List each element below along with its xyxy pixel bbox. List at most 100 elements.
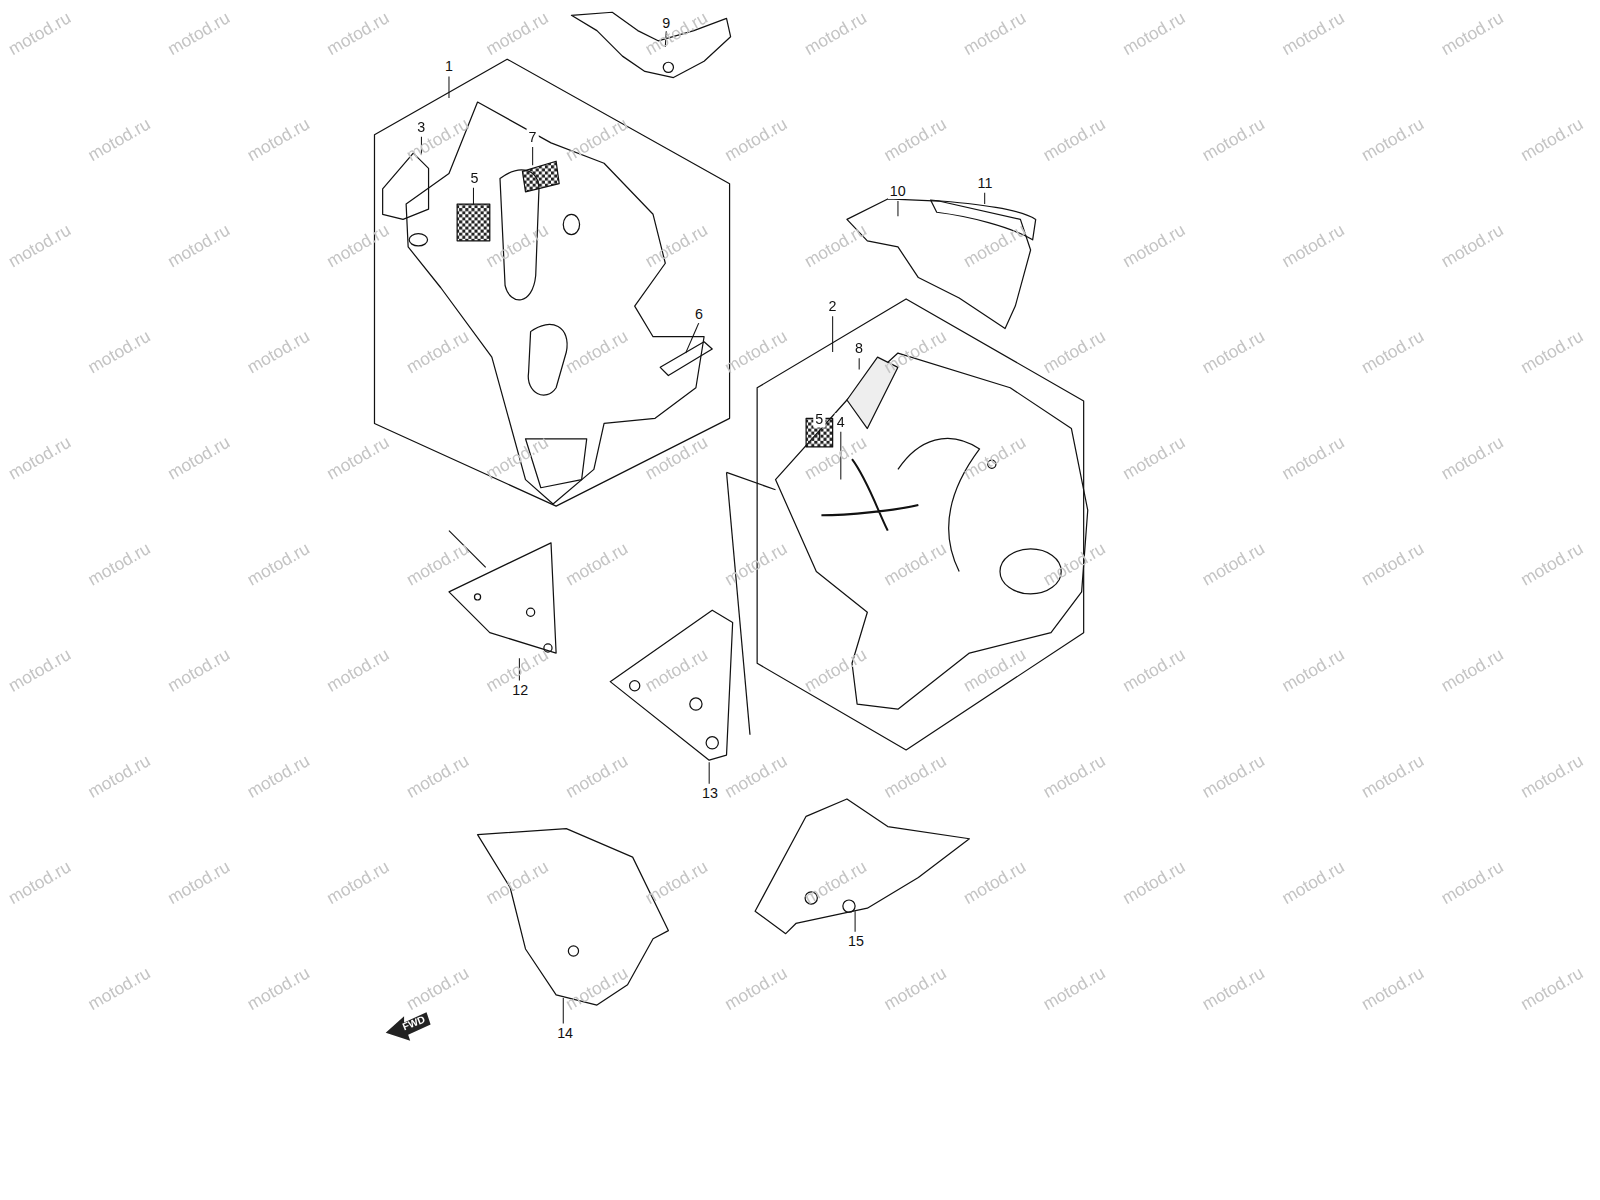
callout-number: 13 <box>700 785 720 801</box>
watermark: motod.ru <box>1517 963 1586 1015</box>
callout-number: 9 <box>660 14 672 30</box>
watermark: motod.ru <box>85 114 154 166</box>
callout-number: 14 <box>555 1024 575 1040</box>
watermark: motod.ru <box>1358 114 1427 166</box>
watermark: motod.ru <box>1438 8 1507 60</box>
watermark: motod.ru <box>1517 114 1586 166</box>
callout-number: 15 <box>846 933 866 949</box>
watermark: motod.ru <box>721 539 790 591</box>
watermark: motod.ru <box>562 539 631 591</box>
watermark: motod.ru <box>1358 751 1427 803</box>
watermark: motod.ru <box>1199 114 1268 166</box>
watermark: motod.ru <box>562 751 631 803</box>
watermark: motod.ru <box>244 326 313 378</box>
callout-number: 4 <box>835 413 847 429</box>
watermark: motod.ru <box>483 432 552 484</box>
watermark: motod.ru <box>801 220 870 272</box>
watermark: motod.ru <box>85 326 154 378</box>
watermark: motod.ru <box>1279 645 1348 697</box>
watermark: motod.ru <box>642 220 711 272</box>
part-outline <box>383 153 429 219</box>
callout-number: 1 <box>443 58 455 74</box>
watermark: motod.ru <box>244 963 313 1015</box>
watermark: motod.ru <box>1199 751 1268 803</box>
watermark: motod.ru <box>1279 8 1348 60</box>
watermark: motod.ru <box>483 8 552 60</box>
watermark: motod.ru <box>960 432 1029 484</box>
watermark: motod.ru <box>642 432 711 484</box>
watermark: motod.ru <box>1040 326 1109 378</box>
watermark: motod.ru <box>1119 645 1188 697</box>
watermark: motod.ru <box>1040 963 1109 1015</box>
group-outline <box>374 59 729 506</box>
watermark: motod.ru <box>1279 220 1348 272</box>
watermark: motod.ru <box>5 857 74 909</box>
callout-number: 5 <box>468 169 480 185</box>
watermark: motod.ru <box>1438 220 1507 272</box>
watermark: motod.ru <box>323 645 392 697</box>
watermark: motod.ru <box>801 857 870 909</box>
part-outline <box>755 799 969 934</box>
watermark: motod.ru <box>642 8 711 60</box>
watermark: motod.ru <box>1040 539 1109 591</box>
part-outline <box>610 610 732 760</box>
callout-number: 11 <box>976 174 995 190</box>
callout-number: 8 <box>853 340 865 356</box>
watermark: motod.ru <box>1279 857 1348 909</box>
watermark: motod.ru <box>1119 432 1188 484</box>
callout-number: 12 <box>510 682 530 698</box>
part-outline <box>776 353 1088 709</box>
watermark: motod.ru <box>403 326 472 378</box>
watermark: motod.ru <box>1040 751 1109 803</box>
watermark: motod.ru <box>164 8 233 60</box>
watermark: motod.ru <box>881 751 950 803</box>
part-outline <box>478 829 669 1006</box>
watermark: motod.ru <box>721 326 790 378</box>
watermark: motod.ru <box>164 432 233 484</box>
watermark: motod.ru <box>1199 539 1268 591</box>
watermark: motod.ru <box>85 539 154 591</box>
watermark: motod.ru <box>5 8 74 60</box>
watermark: motod.ru <box>244 751 313 803</box>
watermark: motod.ru <box>1517 751 1586 803</box>
watermark: motod.ru <box>323 857 392 909</box>
watermark: motod.ru <box>1438 645 1507 697</box>
watermark: motod.ru <box>801 645 870 697</box>
watermark: motod.ru <box>721 963 790 1015</box>
callout-number: 3 <box>415 118 427 134</box>
watermark: motod.ru <box>1517 326 1586 378</box>
watermark: motod.ru <box>801 8 870 60</box>
watermark: motod.ru <box>483 857 552 909</box>
part-outline <box>660 342 712 376</box>
callout-number: 2 <box>827 298 839 314</box>
watermark: motod.ru <box>85 751 154 803</box>
watermark: motod.ru <box>881 539 950 591</box>
watermark: motod.ru <box>483 220 552 272</box>
watermark: motod.ru <box>244 539 313 591</box>
watermark: motod.ru <box>164 645 233 697</box>
watermark: motod.ru <box>1358 963 1427 1015</box>
watermark: motod.ru <box>164 857 233 909</box>
watermark: motod.ru <box>960 220 1029 272</box>
watermark: motod.ru <box>960 857 1029 909</box>
watermark: motod.ru <box>1119 857 1188 909</box>
group-outline <box>757 299 1084 750</box>
watermark: motod.ru <box>403 751 472 803</box>
watermark: motod.ru <box>5 220 74 272</box>
watermark: motod.ru <box>85 963 154 1015</box>
watermark: motod.ru <box>403 539 472 591</box>
watermark: motod.ru <box>1199 326 1268 378</box>
watermark: motod.ru <box>1517 539 1586 591</box>
watermark: motod.ru <box>1119 8 1188 60</box>
watermark: motod.ru <box>881 326 950 378</box>
watermark: motod.ru <box>881 114 950 166</box>
watermark: motod.ru <box>562 326 631 378</box>
callout-number: 7 <box>527 129 539 145</box>
watermark: motod.ru <box>881 963 950 1015</box>
watermark: motod.ru <box>1199 963 1268 1015</box>
watermark: motod.ru <box>164 220 233 272</box>
watermark: motod.ru <box>1119 220 1188 272</box>
part-outline <box>847 199 1031 329</box>
